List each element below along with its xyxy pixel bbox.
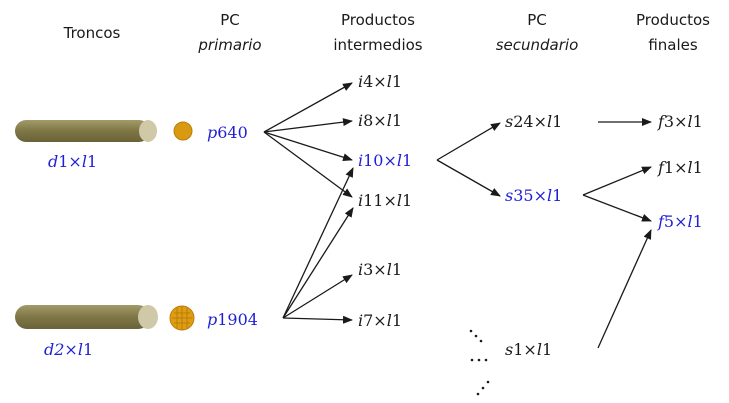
label-s35: s35×l1 [505, 186, 562, 205]
arrow-p1904-i3 [282, 274, 353, 319]
label-p1904: p1904 [207, 310, 258, 329]
log-end [139, 120, 157, 142]
arrow-p1904-i10 [282, 167, 354, 319]
label-f5: f5×l1 [657, 212, 703, 231]
header-finales-line1: Productos [636, 11, 710, 29]
header-pc-primario-line1: PC [220, 11, 240, 29]
arrow-p640-i4 [263, 82, 353, 133]
label-i8: i8×l1 [358, 111, 402, 130]
pc-disc-1904 [169, 305, 195, 331]
arrow-p1904-i7 [282, 315, 353, 324]
arrow-p640-i10 [263, 131, 353, 162]
header-pc-secundario-line1: PC [527, 11, 547, 29]
arrow-s35-f5 [582, 194, 652, 222]
label-f1: f1×l1 [657, 158, 703, 177]
header-pc-primario-line2: primario [197, 36, 261, 54]
arrows [263, 82, 652, 349]
label-s1: s1×l1 [505, 340, 552, 359]
label-i10: i10×l1 [358, 151, 412, 170]
log-d1 [15, 120, 157, 142]
log-end [138, 305, 158, 329]
arrow-s35-f1 [582, 166, 652, 196]
header-pc-secundario-line2: secundario [496, 36, 579, 54]
arrow-i10-s24 [436, 122, 501, 161]
label-s24: s24×l1 [505, 112, 562, 131]
arrow-i10-s35 [436, 159, 501, 197]
arrow-p640-i11 [263, 131, 353, 198]
log-body [15, 120, 150, 142]
label-i3: i3×l1 [358, 260, 402, 279]
header-intermedios-line2: intermedios [333, 36, 422, 54]
header-troncos: Troncos [63, 24, 121, 42]
ellipsis-dots [469, 329, 490, 396]
pc-disc-640 [173, 121, 193, 141]
label-i4: i4×l1 [358, 72, 402, 91]
label-d2: d2×l1 [44, 340, 93, 359]
header-finales-line2: finales [648, 36, 698, 54]
log-body [15, 305, 150, 329]
label-d1: d1×l1 [48, 152, 97, 171]
header-intermedios-line1: Productos [341, 11, 415, 29]
arrow-p1904-i11 [282, 207, 354, 319]
arrow-into-f5 [597, 229, 652, 349]
label-i7: i7×l1 [358, 311, 402, 330]
label-i11: i11×l1 [358, 191, 412, 210]
label-p640: p640 [207, 123, 248, 142]
label-f3: f3×l1 [657, 112, 703, 131]
arrow-p640-i8 [263, 118, 353, 133]
log-d2 [15, 305, 158, 329]
